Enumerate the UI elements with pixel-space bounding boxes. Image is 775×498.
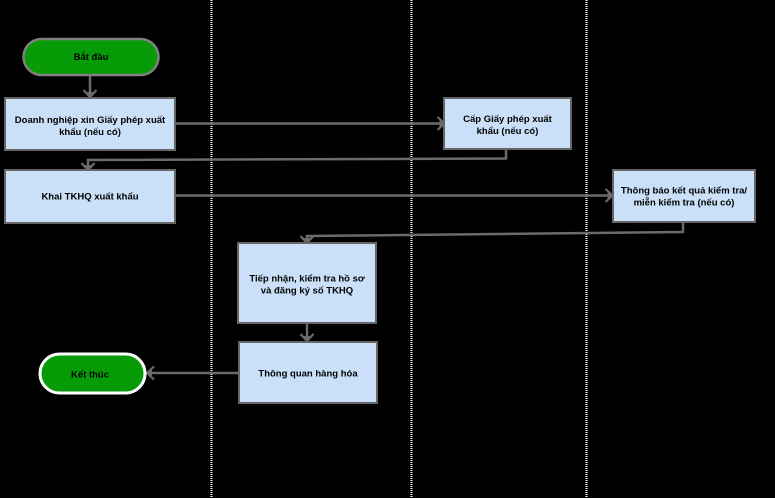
svg-text:Tiếp nhận, kiểm tra hồ sơ: Tiếp nhận, kiểm tra hồ sơ (249, 274, 365, 285)
svg-text:và đăng ký số TKHQ: và đăng ký số TKHQ (261, 286, 353, 297)
svg-text:miễn kiểm tra (nếu có): miễn kiểm tra (nếu có) (634, 198, 735, 209)
svg-text:Cấp Giấy phép xuất: Cấp Giấy phép xuất (463, 114, 553, 125)
svg-text:khẩu (nếu có): khẩu (nếu có) (477, 126, 539, 137)
svg-text:khẩu (nếu có): khẩu (nếu có) (59, 127, 121, 138)
svg-text:Doanh nghiệp xin Giấy phép xuấ: Doanh nghiệp xin Giấy phép xuất (15, 115, 166, 126)
svg-text:Khai TKHQ xuất khẩu: Khai TKHQ xuất khẩu (41, 192, 138, 203)
svg-text:Kết thúc: Kết thúc (71, 370, 109, 381)
svg-text:Bắt đầu: Bắt đầu (74, 51, 109, 63)
svg-text:Thông quan hàng hóa: Thông quan hàng hóa (258, 369, 358, 380)
svg-text:Thông báo kết quả kiểm tra/: Thông báo kết quả kiểm tra/ (621, 186, 748, 197)
